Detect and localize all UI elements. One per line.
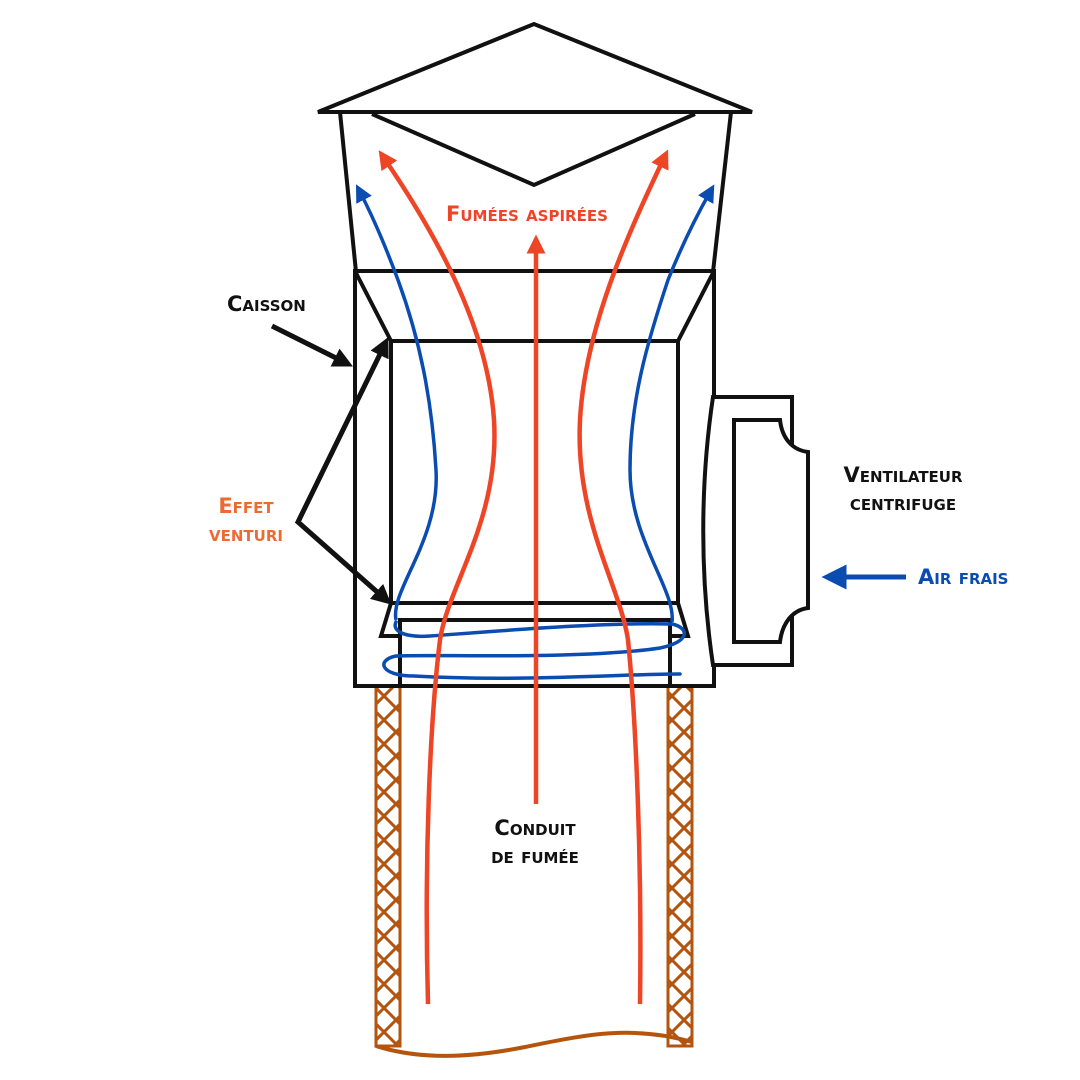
- air-swirl: [382, 620, 686, 680]
- label-effet-venturi: Effet venturi: [194, 492, 298, 548]
- label-conduit-line2: de fumée: [491, 844, 579, 868]
- label-air-frais: Air frais: [918, 565, 1009, 589]
- label-ventilateur-line2: centrifuge: [849, 491, 957, 515]
- label-conduit-line1: Conduit: [494, 816, 576, 840]
- flue-duct: [374, 684, 694, 1058]
- label-caisson: Caisson: [227, 292, 306, 316]
- centrifugal-fan: [701, 395, 810, 667]
- caisson-pointer-arrow: [270, 323, 353, 367]
- smoke-flow-left: [378, 150, 497, 1005]
- label-fumees-aspirees: Fumées aspirées: [446, 202, 608, 226]
- chimney-cap: [317, 21, 753, 273]
- smoke-flow-right: [577, 149, 669, 1005]
- label-ventilateur-centrifuge: Ventilateur centrifuge: [822, 461, 984, 517]
- air-flow-right: [628, 184, 715, 623]
- label-conduit-de-fumee: Conduit de fumée: [466, 814, 604, 870]
- venturi-pointer-lines: [294, 337, 392, 605]
- label-ventilateur-line1: Ventilateur: [843, 463, 963, 487]
- air-flow-left: [355, 184, 438, 621]
- label-effet-venturi-line2: venturi: [209, 522, 283, 546]
- label-effet-venturi-line1: Effet: [218, 494, 274, 518]
